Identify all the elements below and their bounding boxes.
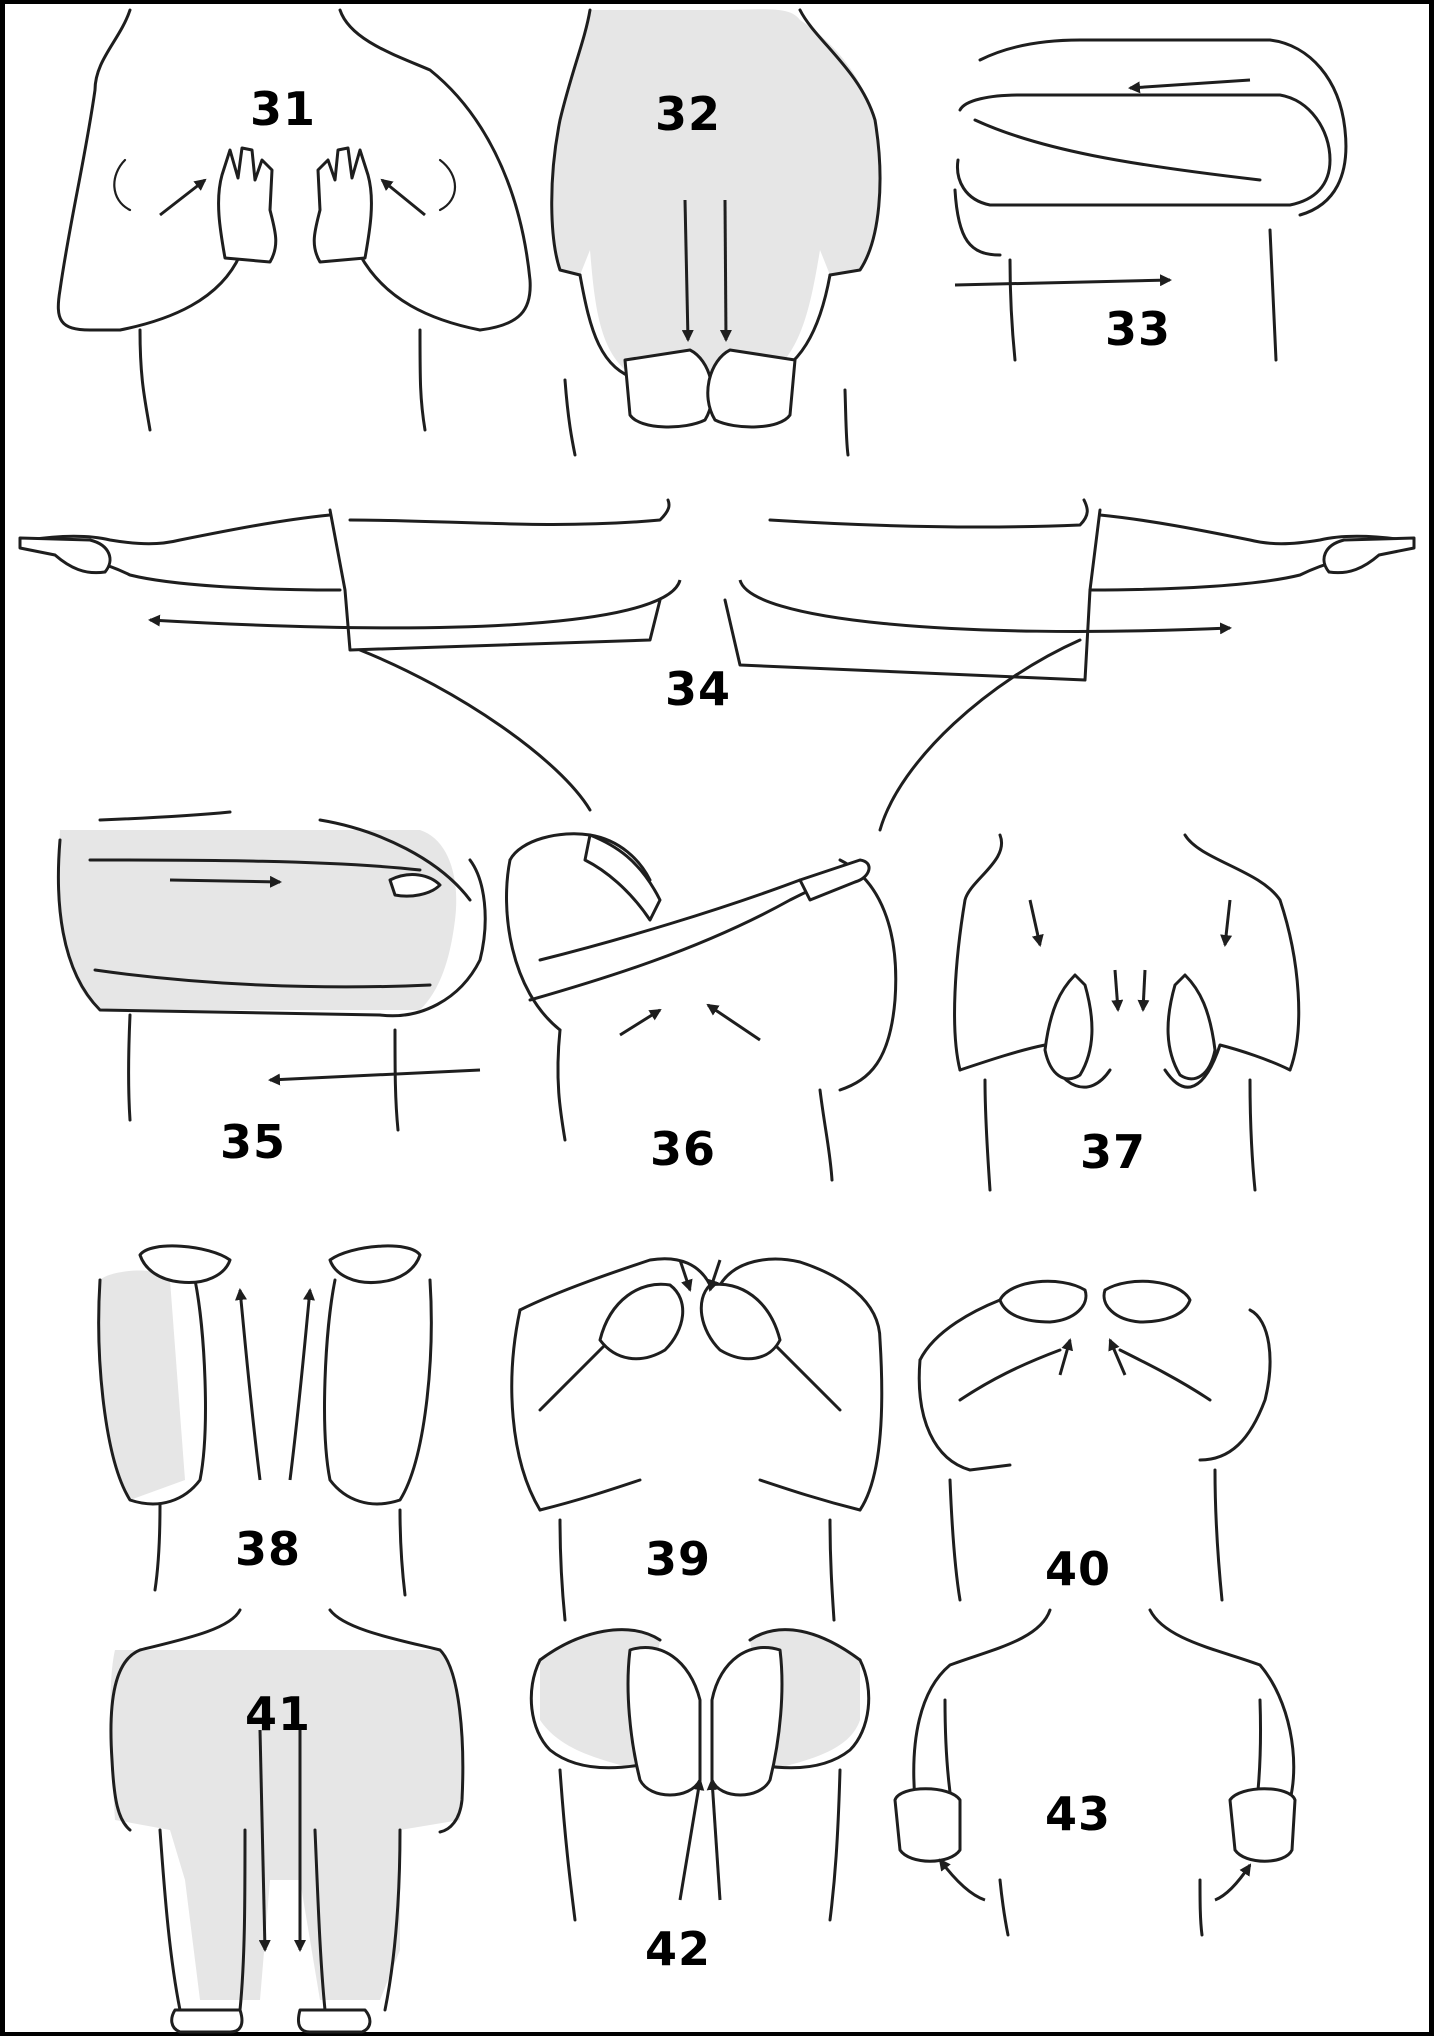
figure-label-39: 39: [645, 1532, 711, 1586]
figure-label-32: 32: [655, 87, 721, 141]
figure-35: [58, 812, 485, 1130]
figure-label-43: 43: [1045, 1787, 1111, 1841]
figure-32: [552, 9, 880, 455]
figure-label-31: 31: [250, 82, 316, 136]
figure-label-35: 35: [220, 1115, 286, 1169]
figure-label-37: 37: [1080, 1125, 1146, 1179]
figure-41: [110, 1610, 462, 2032]
figure-43: [895, 1610, 1295, 1935]
figure-label-40: 40: [1045, 1542, 1111, 1596]
figure-label-42: 42: [645, 1922, 711, 1976]
figure-label-33: 33: [1105, 302, 1171, 356]
figure-label-38: 38: [235, 1522, 301, 1576]
figure-label-36: 36: [650, 1122, 716, 1176]
figure-label-41: 41: [245, 1687, 311, 1741]
figure-label-34: 34: [665, 662, 731, 716]
figure-42: [531, 1630, 868, 1920]
figure-31: [58, 10, 530, 430]
